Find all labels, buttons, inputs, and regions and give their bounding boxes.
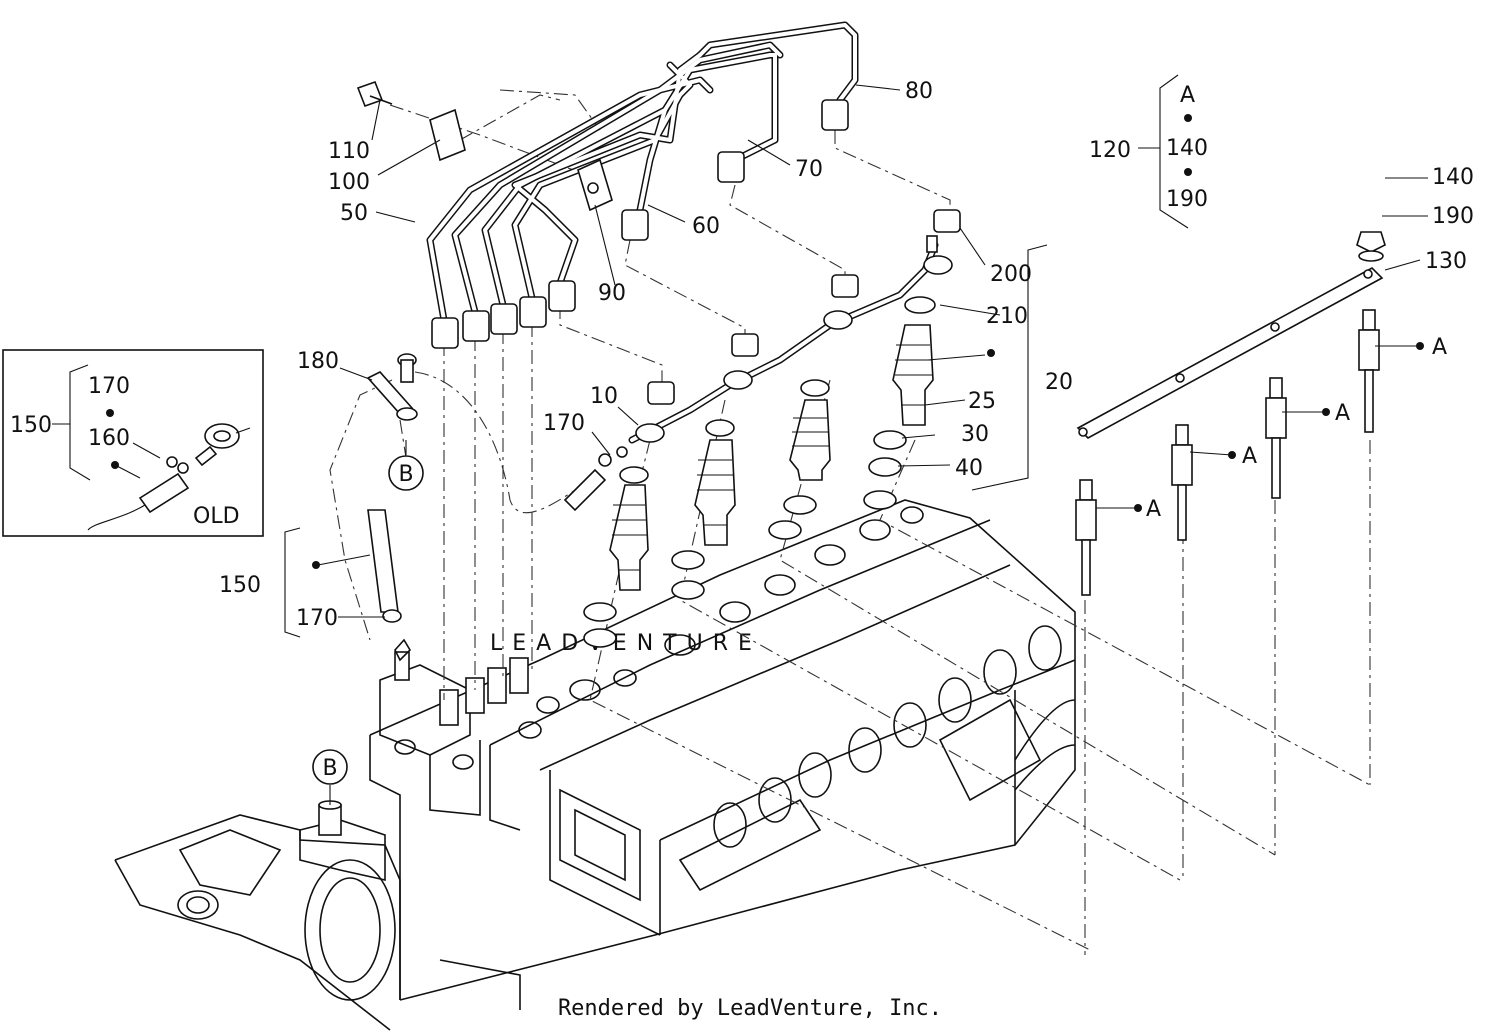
- label-70: 70: [795, 157, 823, 182]
- svg-text:A: A: [1180, 83, 1195, 108]
- label-40: 40: [955, 456, 983, 481]
- svg-text:140: 140: [1166, 136, 1208, 161]
- label-80: 80: [905, 79, 933, 104]
- svg-text:190: 190: [1166, 187, 1208, 212]
- pipe-clamps: [356, 80, 613, 212]
- kit-120: 120 A 140 190: [1089, 83, 1208, 212]
- leader-lines: [284, 74, 1428, 805]
- glow-plug-3: [1265, 377, 1287, 499]
- label-200: 200: [990, 262, 1032, 287]
- inset-tag-old: OLD: [193, 504, 240, 529]
- inset-label-150: 150: [10, 413, 52, 438]
- label-30: 30: [961, 422, 989, 447]
- label-25: 25: [968, 389, 996, 414]
- injector-4: [863, 296, 936, 510]
- svg-text:120: 120: [1089, 138, 1131, 163]
- return-hose: [366, 353, 418, 662]
- svg-text:B: B: [398, 462, 413, 487]
- part-labels: 80 70 60 110 100 50 90 200 210 25 20 30 …: [219, 79, 1474, 631]
- label-180: 180: [297, 349, 339, 374]
- cylinder-head: [369, 499, 1076, 1001]
- svg-text:A: A: [1432, 335, 1447, 360]
- footer-credit: Rendered by LeadVenture, Inc.: [557, 996, 943, 1021]
- center-lines: [329, 89, 1371, 955]
- inset-old: 150 170 160 OLD: [2, 349, 264, 537]
- label-50: 50: [340, 201, 368, 226]
- label-130: 130: [1425, 249, 1467, 274]
- label-100: 100: [328, 170, 370, 195]
- lower-housing: [114, 800, 521, 1031]
- pipe-nuts: [431, 99, 961, 405]
- label-110: 110: [328, 139, 370, 164]
- label-140: 140: [1432, 165, 1474, 190]
- injection-pipes: [426, 21, 859, 324]
- inset-label-160: 160: [88, 426, 130, 451]
- watermark: LEADVENTURE: [490, 631, 762, 656]
- ref-b-bottom: B: [312, 749, 348, 785]
- label-210: 210: [986, 304, 1028, 329]
- pump-body: [379, 651, 529, 816]
- label-170-lower: 170: [296, 606, 338, 631]
- label-90: 90: [598, 281, 626, 306]
- label-60: 60: [692, 214, 720, 239]
- svg-text:A: A: [1146, 497, 1161, 522]
- svg-text:B: B: [322, 756, 337, 781]
- label-150-lower: 150: [219, 573, 261, 598]
- glow-plug-refs: A A A A: [1146, 335, 1447, 522]
- label-170-upper: 170: [543, 411, 585, 436]
- injector-3: [768, 379, 831, 540]
- glow-plug-bus-bar: [1076, 231, 1386, 439]
- inset-label-170: 170: [88, 374, 130, 399]
- glow-plug-4: [1358, 309, 1380, 433]
- injector-2: [671, 419, 736, 600]
- leak-off-pipe: [563, 235, 953, 512]
- svg-text:A: A: [1242, 444, 1257, 469]
- svg-text:A: A: [1335, 401, 1350, 426]
- glow-plug-2: [1171, 424, 1193, 541]
- ref-b-top: B: [388, 455, 424, 491]
- label-20: 20: [1045, 370, 1073, 395]
- leader-dots: [312, 114, 1424, 569]
- label-10: 10: [590, 384, 618, 409]
- glow-plug-1: [1075, 479, 1097, 596]
- label-190: 190: [1432, 204, 1474, 229]
- injector-1: [583, 466, 649, 648]
